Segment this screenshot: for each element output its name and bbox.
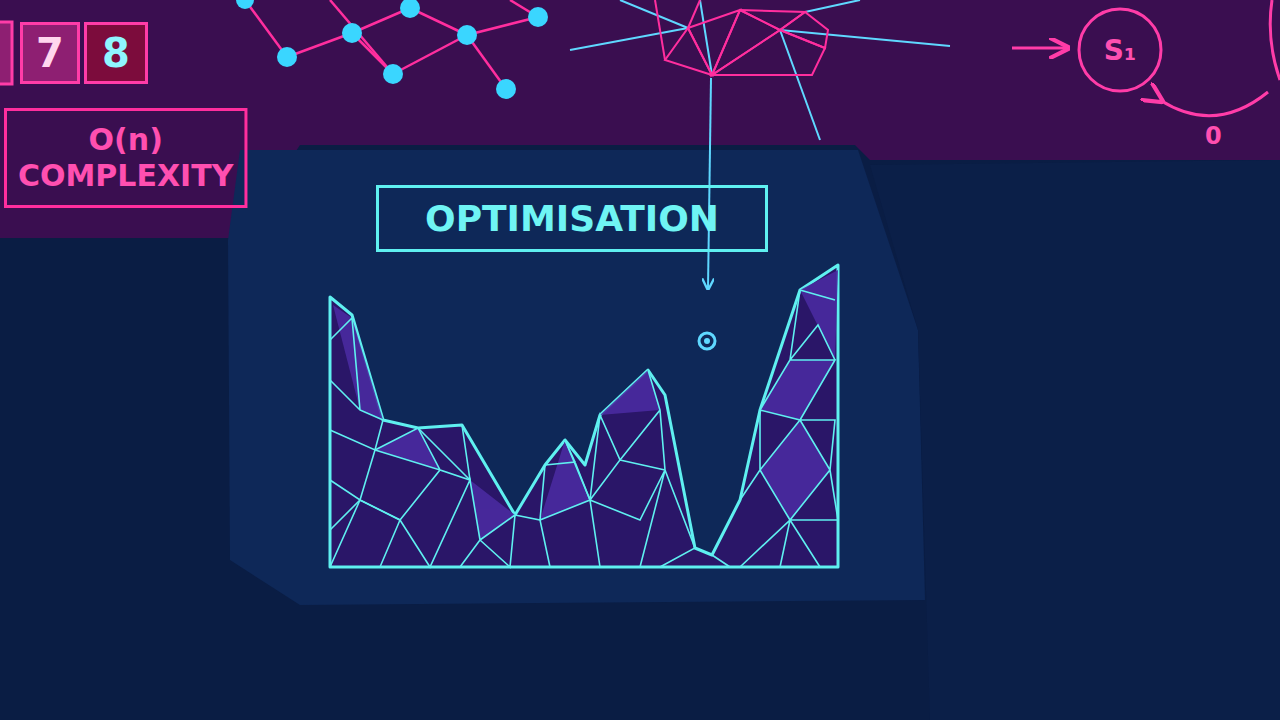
array-cell [0,22,12,84]
node-text: S₁ [1104,34,1136,67]
ball [699,333,715,349]
state-circle: S₁ [1076,6,1164,94]
network-graph [245,0,538,89]
complexity-box: O(n) COMPLEXITY [4,108,247,208]
node-text: OPTIMISATION [425,198,719,239]
node-text: 7 [36,30,64,76]
loss-landscape [330,265,838,567]
network-node [236,0,548,99]
ball [704,338,710,344]
node-text: 8 [102,30,130,76]
node-text: O(n) COMPLEXITY [4,122,247,194]
right-panel [870,160,1280,720]
mesh-graph [570,0,950,288]
transition-arrow [1160,92,1268,116]
title-box: OPTIMISATION [376,185,768,252]
array-cell: 7 [20,22,80,84]
transition-label: 0 [1205,122,1222,150]
partial-state [1270,0,1280,80]
entry-arrow [1012,47,1066,50]
center-panel [228,150,925,605]
array-cell: 8 [84,22,148,84]
drop-line [708,78,711,288]
